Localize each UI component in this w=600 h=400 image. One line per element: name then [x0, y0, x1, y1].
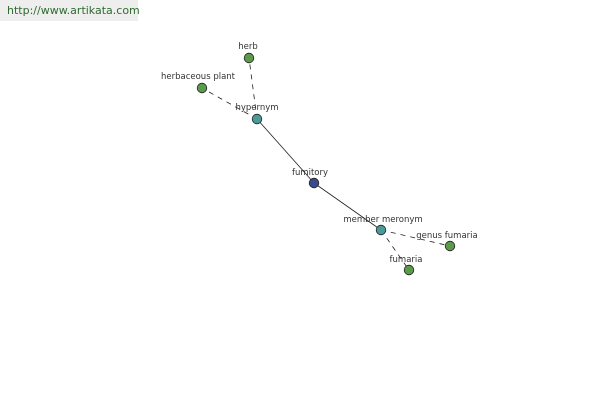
- node-hypernym[interactable]: [251, 113, 263, 125]
- edge-hypernym-herbaceous-plant: [201, 87, 258, 120]
- node-genus-fumaria[interactable]: [444, 240, 456, 252]
- node-label-herb[interactable]: herb: [238, 42, 258, 52]
- node-herb[interactable]: [243, 52, 255, 64]
- node-fumaria[interactable]: [403, 264, 415, 276]
- node-fumitory[interactable]: [308, 177, 320, 189]
- node-label-fumitory[interactable]: fumitory: [292, 168, 328, 178]
- node-label-herbaceous-plant[interactable]: herbaceous plant: [161, 72, 236, 82]
- edge-hypernym-herb: [248, 57, 258, 120]
- node-label-hypernym[interactable]: hypernym: [235, 103, 278, 113]
- source-url-banner[interactable]: http://www.artikata.com: [0, 0, 140, 21]
- edge-member-meronym-fumaria: [380, 229, 410, 271]
- nodes-layer: [196, 52, 456, 276]
- node-label-genus-fumaria[interactable]: genus fumaria: [416, 231, 477, 241]
- edges-layer: [201, 57, 451, 271]
- node-label-member-meronym[interactable]: member meronym: [343, 215, 422, 225]
- edge-fumitory-hypernym: [256, 118, 315, 184]
- node-label-fumaria[interactable]: fumaria: [390, 255, 423, 265]
- node-herbaceous-plant[interactable]: [196, 82, 208, 94]
- labels-layer: fumitory hypernym member meronym herb herbac…: [161, 42, 478, 265]
- edge-member-meronym-genus-fumaria: [380, 229, 451, 247]
- edge-fumitory-member-meronym: [313, 182, 382, 231]
- node-member-meronym[interactable]: [375, 224, 387, 236]
